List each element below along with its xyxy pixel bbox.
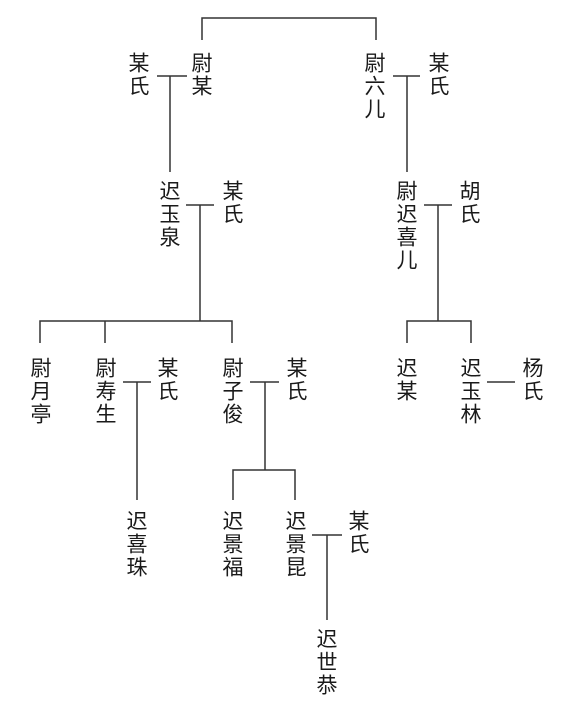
person-chi-yuquan: 迟玉泉 <box>157 180 181 249</box>
person-chi-yuquan-spouse: 某氏 <box>220 180 244 226</box>
person-chi-jingkun: 迟景昆 <box>283 510 307 579</box>
person-wei-liuer-spouse: 某氏 <box>426 52 450 98</box>
person-wei-shousheng: 尉寿生 <box>93 357 117 426</box>
person-wei-zijun: 尉子俊 <box>220 357 244 426</box>
person-wei-shousheng-spouse: 某氏 <box>155 357 179 403</box>
person-chi-shigong: 迟世恭 <box>314 628 338 697</box>
sibling-bar-xier-children <box>406 320 472 343</box>
person-chi-jingkun-spouse: 某氏 <box>346 510 370 556</box>
person-chi-yulin-spouse: 杨氏 <box>520 357 544 403</box>
person-wei-yueting: 尉月亭 <box>28 357 52 426</box>
sibling-bar-yuquan-children <box>39 320 233 343</box>
person-wei-liuer: 尉六儿 <box>362 52 386 121</box>
person-chi-jingfu: 迟景福 <box>220 510 244 579</box>
person-weichi-xier: 尉迟喜儿 <box>394 180 418 272</box>
person-wei-mou-spouse: 某氏 <box>126 52 150 98</box>
sibling-bar-zijun-children <box>232 469 296 500</box>
person-chi-yulin: 迟玉林 <box>458 357 482 426</box>
top-bracket-line <box>201 17 377 40</box>
person-wei-mou: 尉某 <box>189 52 213 98</box>
person-weichi-xier-spouse: 胡氏 <box>457 180 481 226</box>
person-wei-zijun-spouse: 某氏 <box>284 357 308 403</box>
person-chi-mou: 迟某 <box>394 357 418 403</box>
person-chi-xizhu: 迟喜珠 <box>124 510 148 579</box>
